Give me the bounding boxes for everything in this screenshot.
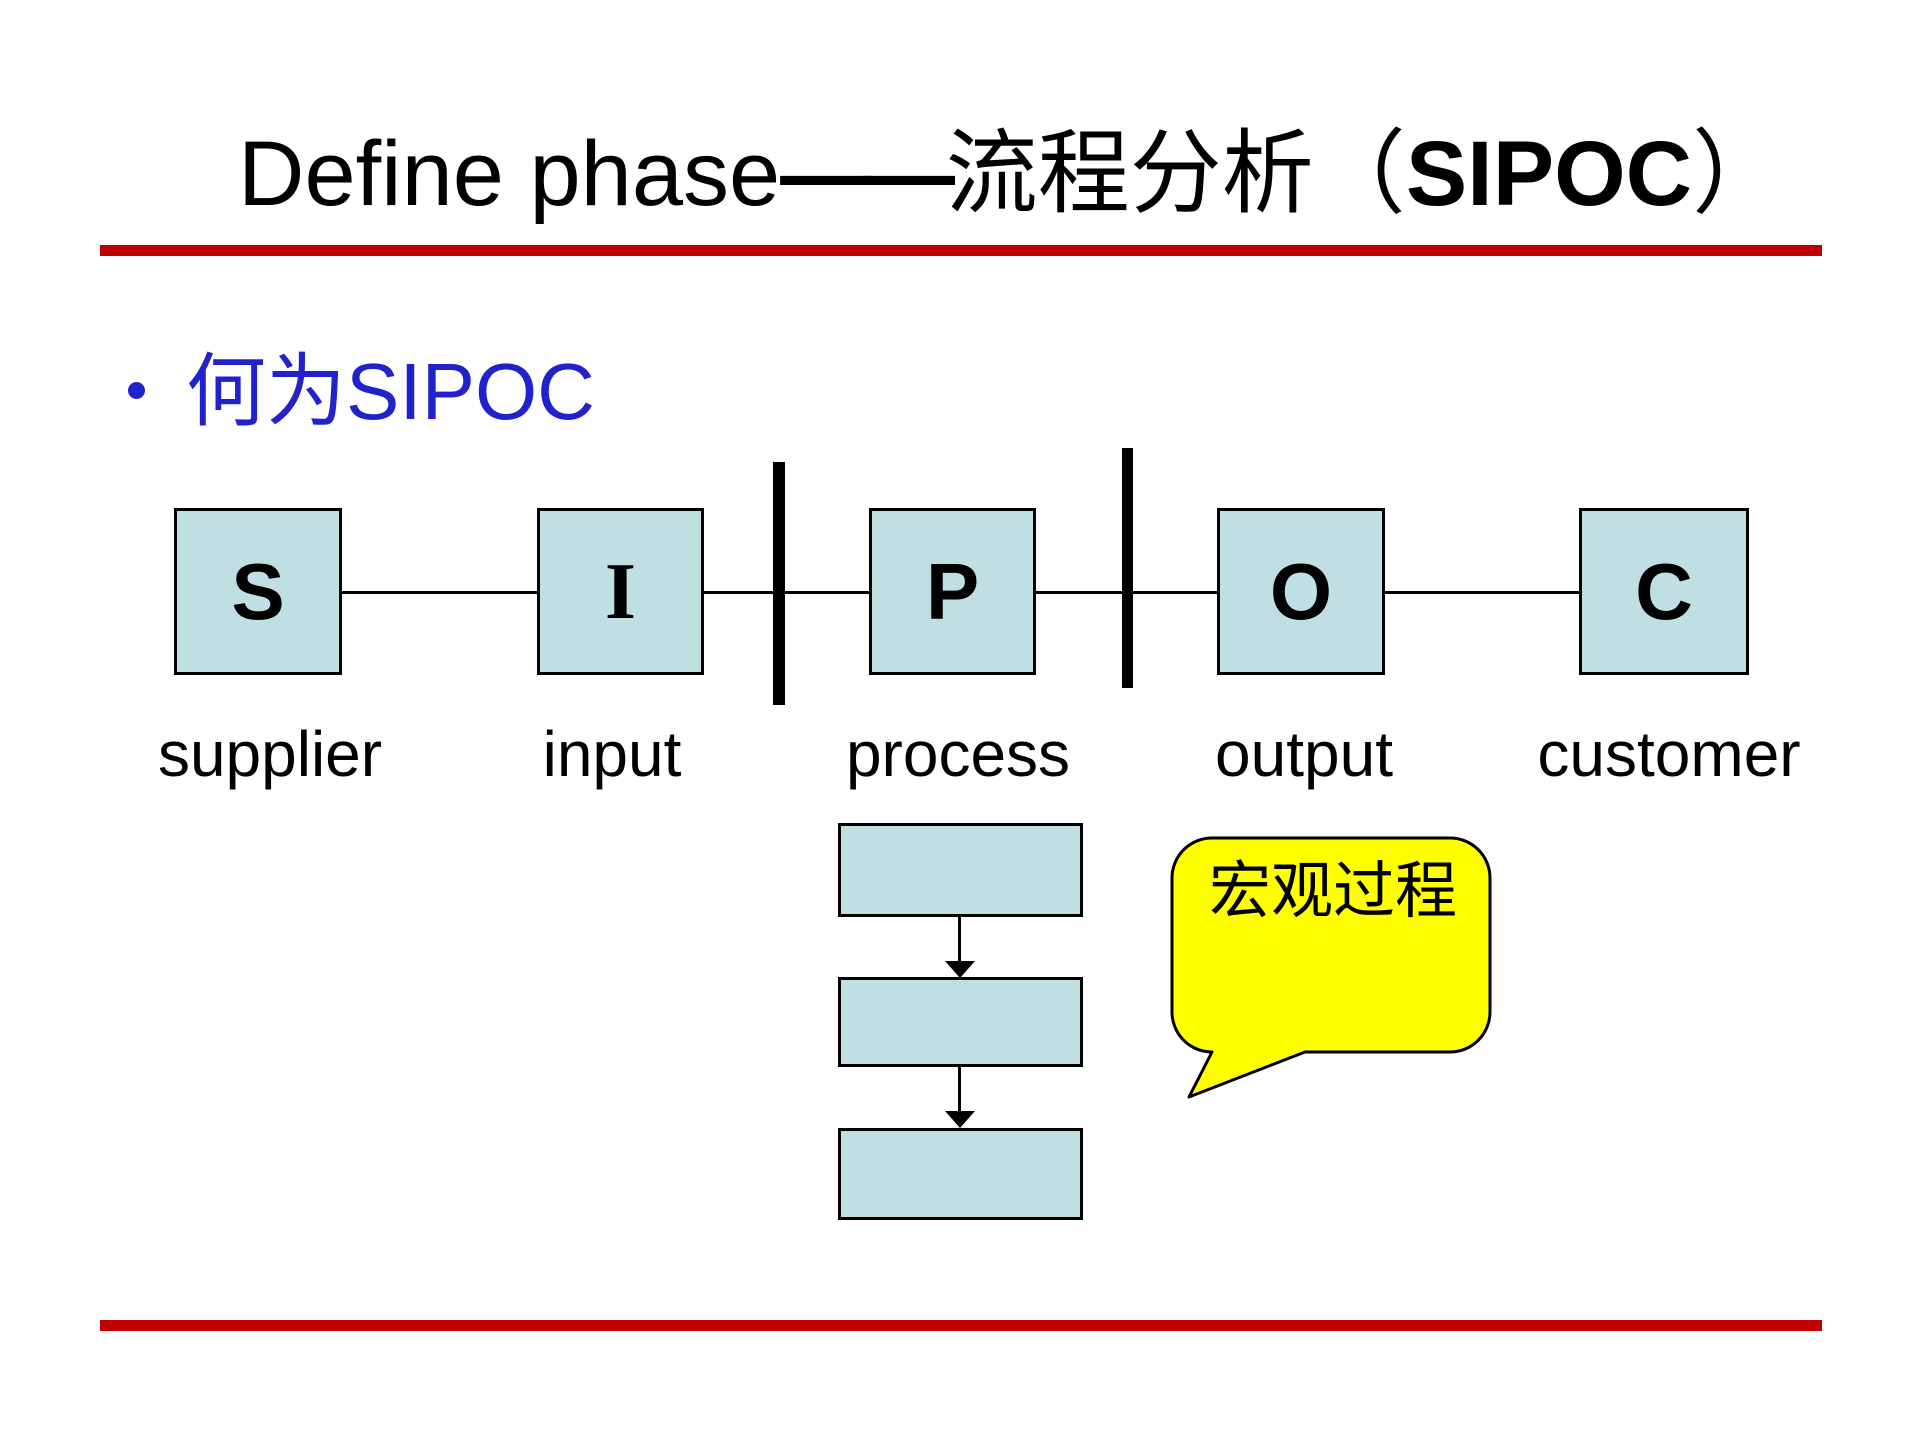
label-process: process (845, 718, 1071, 790)
page-title: Define phase——流程分析（SIPOC） (238, 128, 1784, 220)
title-paren-close: ） (1692, 123, 1785, 225)
flowchart-step-2 (838, 977, 1083, 1067)
bullet-acronym: SIPOC (346, 347, 595, 436)
sipoc-box-input: I (537, 508, 704, 675)
label-customer: customer (1537, 718, 1801, 790)
sipoc-letter-s: S (231, 546, 285, 636)
title-dash: —— (780, 123, 955, 225)
title-chinese: 流程分析 (945, 123, 1314, 225)
divider-bar-process-output (1122, 448, 1133, 688)
title-acronym: SIPOC (1405, 123, 1693, 225)
sipoc-box-output: O (1217, 508, 1385, 675)
title-english: Define phase (238, 123, 781, 225)
bullet-item: 何为SIPOC (186, 352, 595, 434)
footer-rule (100, 1320, 1822, 1331)
label-supplier: supplier (157, 718, 383, 790)
label-output: output (1215, 718, 1393, 790)
bullet-chinese: 何为 (186, 349, 346, 437)
title-rule (100, 245, 1822, 256)
label-input: input (542, 718, 682, 790)
flowchart-arrowhead-1-icon (945, 961, 975, 978)
sipoc-letter-i: I (604, 547, 637, 636)
title-paren-open: （ (1313, 123, 1406, 225)
sipoc-letter-c: C (1635, 546, 1693, 636)
bullet-marker (128, 382, 145, 399)
sipoc-box-customer: C (1579, 508, 1749, 675)
sipoc-letter-p: P (925, 546, 980, 636)
callout-bubble-shape (1170, 836, 1492, 1099)
flowchart-arrow-1 (958, 917, 961, 963)
sipoc-box-supplier: S (174, 508, 342, 675)
callout-bubble (1170, 836, 1492, 1099)
flowchart-step-3 (838, 1128, 1083, 1220)
divider-bar-input-process (773, 462, 785, 705)
sipoc-letter-o: O (1269, 546, 1333, 636)
callout-text: 宏观过程 (1208, 858, 1458, 926)
flowchart-step-1 (838, 823, 1083, 917)
flowchart-arrowhead-2-icon (945, 1111, 975, 1128)
flowchart-arrow-2 (958, 1067, 961, 1112)
sipoc-box-process: P (869, 508, 1036, 675)
